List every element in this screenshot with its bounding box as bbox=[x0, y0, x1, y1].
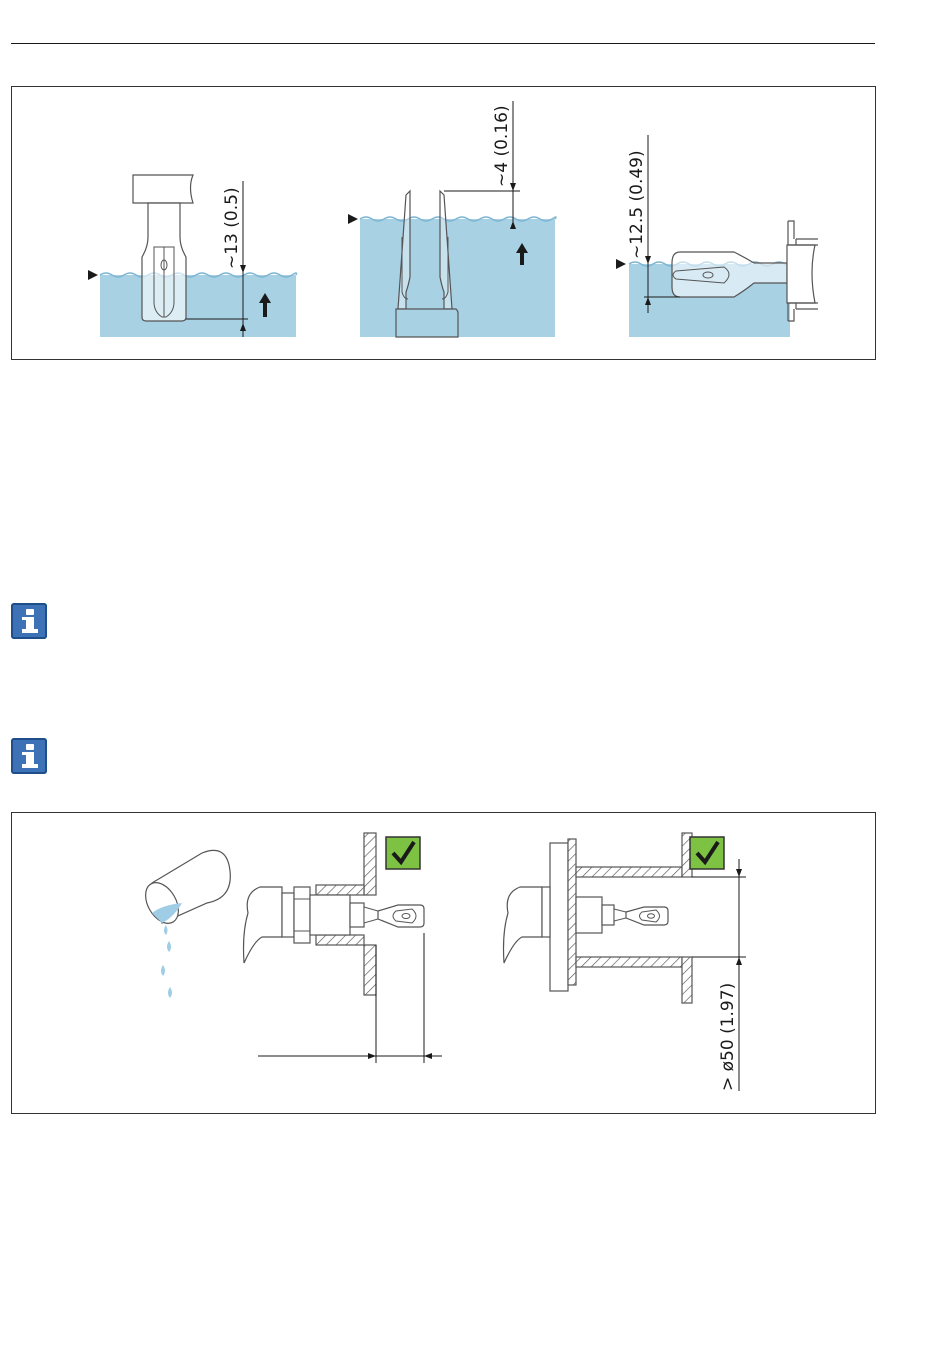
pointer-triangle-icon bbox=[348, 214, 358, 224]
switch-point-drawing: ~13 (0.5) ~4 (0.16) ~12.5 (0 bbox=[12, 87, 875, 359]
panel-horizontal: ~12.5 (0.49) bbox=[616, 135, 818, 337]
checkmark-icon bbox=[690, 837, 724, 869]
info-icon bbox=[11, 738, 47, 774]
pointer-triangle-icon bbox=[616, 259, 626, 269]
dimension-label: ~4 (0.16) bbox=[492, 105, 512, 187]
panel-vertical-bottom: ~4 (0.16) bbox=[348, 101, 556, 337]
switch-point-figure: ~13 (0.5) ~4 (0.16) ~12.5 (0 bbox=[11, 86, 876, 360]
pointer-triangle-icon bbox=[88, 270, 98, 280]
dimension-label: ~13 (0.5) bbox=[222, 187, 242, 269]
long-nozzle-installation: > ø50 (1.97) bbox=[504, 833, 747, 1091]
installation-drawing: > ø50 (1.97) bbox=[12, 813, 875, 1113]
checkmark-icon bbox=[386, 837, 420, 869]
dimension-label: ~12.5 (0.49) bbox=[627, 150, 647, 259]
beaker-drip bbox=[139, 850, 230, 998]
dimension-label: > ø50 (1.97) bbox=[718, 983, 738, 1091]
panel-vertical-top: ~13 (0.5) bbox=[88, 175, 297, 337]
header-rule bbox=[11, 43, 875, 44]
info-icon bbox=[11, 603, 47, 639]
short-nozzle-installation bbox=[244, 833, 443, 1063]
installation-figure: > ø50 (1.97) bbox=[11, 812, 876, 1114]
